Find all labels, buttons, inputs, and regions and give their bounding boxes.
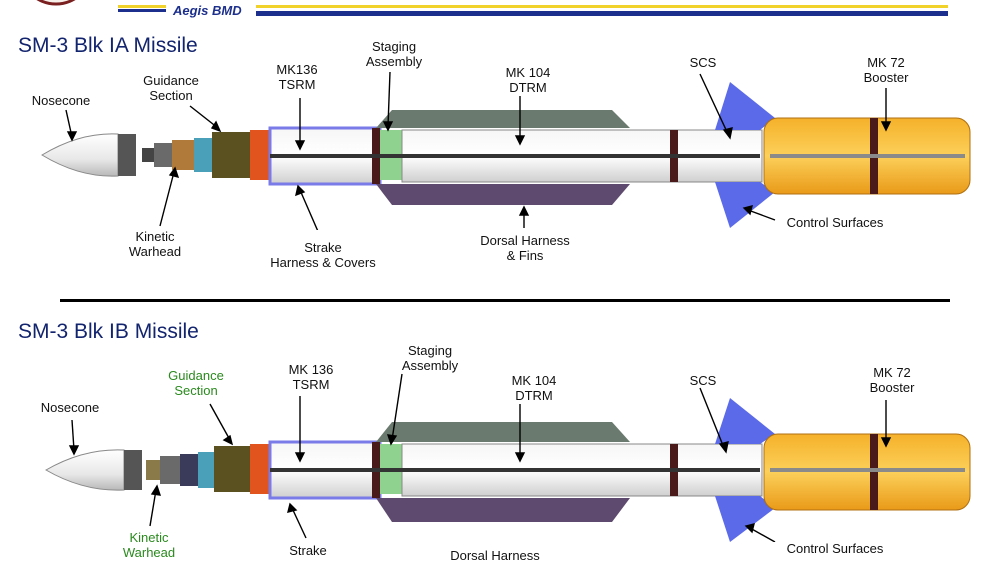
label-staging-assembly: Staging Assembly (401, 343, 459, 373)
label-mk136-tsrm: MK 136 TSRM (288, 362, 334, 392)
label-dorsal-harness: Dorsal Harness (450, 548, 540, 563)
label-dorsal-harness: Dorsal Harness & Fins (480, 233, 570, 263)
blk-ib-title: SM-3 Blk IB Missile (18, 320, 199, 343)
label-scs: SCS (689, 55, 717, 70)
label-control-surfaces: Control Surfaces (786, 215, 884, 230)
header-banner: Aegis BMD (118, 3, 948, 22)
label-nosecone: Nosecone (31, 93, 91, 108)
label-control-surfaces: Control Surfaces (786, 541, 884, 556)
agency-seal-logo (16, 0, 96, 10)
label-mk72-booster: MK 72 Booster (863, 55, 909, 85)
label-guidance-section: Guidance Section (143, 73, 199, 103)
label-strake: Strake (289, 543, 327, 558)
header-title: Aegis BMD (173, 3, 242, 18)
section-divider (60, 299, 950, 302)
label-scs: SCS (689, 373, 717, 388)
label-staging-assembly: Staging Assembly (365, 39, 423, 69)
label-guidance-section: Guidance Section (168, 368, 224, 398)
blk-ia-title: SM-3 Blk IA Missile (18, 34, 198, 57)
blk-ia-missile-diagram (41, 71, 971, 230)
label-kinetic-warhead: Kinetic Warhead (128, 229, 182, 259)
label-mk104-dtrm: MK 104 DTRM (511, 373, 557, 403)
label-mk104-dtrm: MK 104 DTRM (505, 65, 551, 95)
label-mk136-tsrm: MK136 TSRM (276, 62, 318, 92)
label-mk72-booster: MK 72 Booster (869, 365, 915, 395)
blk-ib-missile-diagram (45, 373, 971, 542)
label-nosecone: Nosecone (40, 400, 100, 415)
label-kinetic-warhead: Kinetic Warhead (122, 530, 176, 560)
label-strake-harness: Strake Harness & Covers (270, 240, 376, 270)
